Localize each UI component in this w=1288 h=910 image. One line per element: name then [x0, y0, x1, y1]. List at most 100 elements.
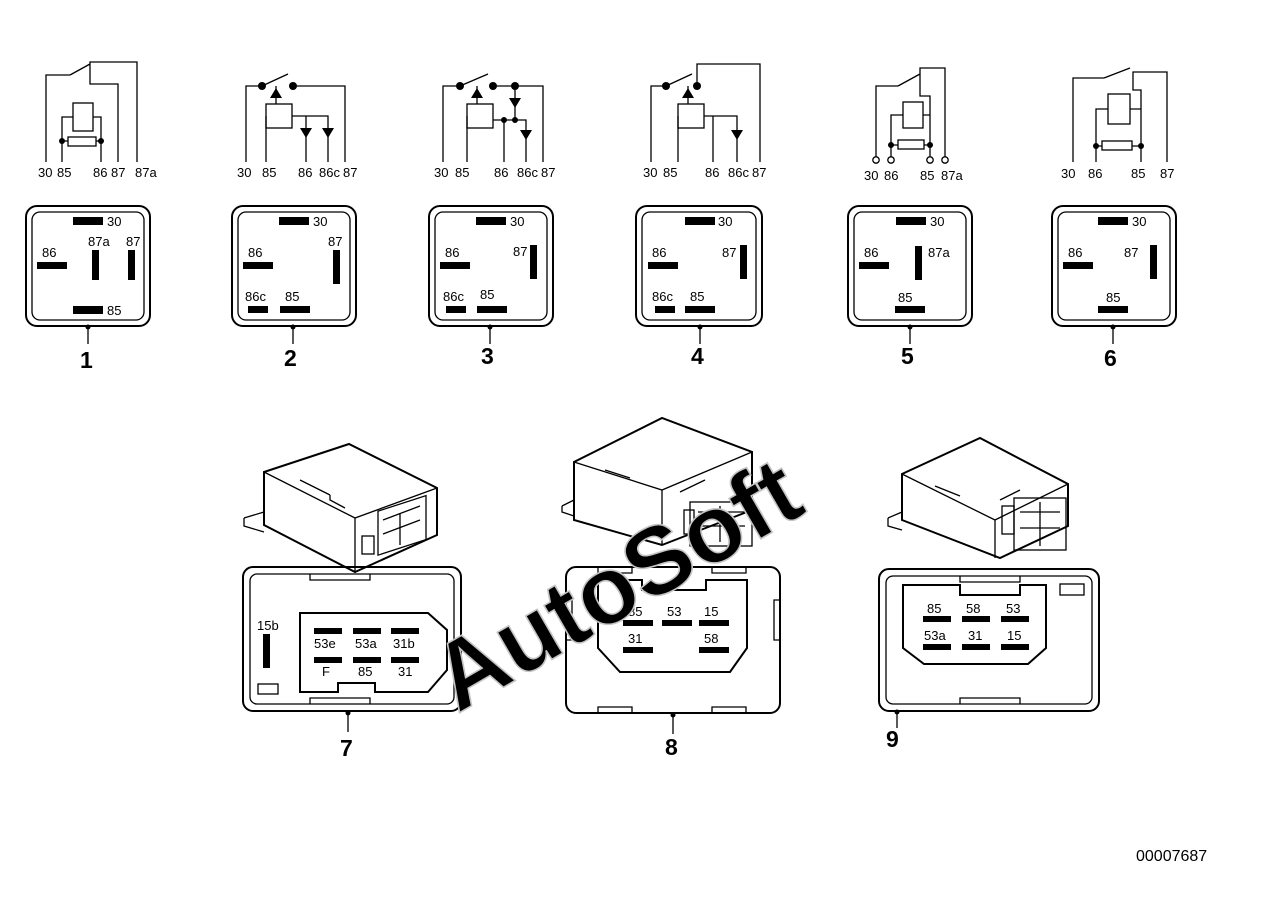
- pin-label-4-1: 86: [652, 245, 666, 260]
- schematic-label-5-1: 86: [884, 168, 898, 183]
- pin-label-3-3: 86c: [443, 289, 464, 304]
- pin-label-5-1: 86: [864, 245, 878, 260]
- pin-label-6-0: 30: [1132, 214, 1146, 229]
- pin-label-6-3: 85: [1106, 290, 1120, 305]
- schematic-label-3-1: 85: [455, 165, 469, 180]
- relay-6-schematic: 30 86 85 87: [1061, 67, 1174, 181]
- module-9-pin-4: 31: [968, 628, 982, 643]
- module-9-pin-5: 15: [1007, 628, 1021, 643]
- pin-label-6-1: 86: [1068, 245, 1082, 260]
- pin-label-1-2: 87a: [88, 234, 110, 249]
- module-8-pin-2: 15: [704, 604, 718, 619]
- schematic-label-1-0: 30: [38, 165, 52, 180]
- callout-2: 2: [284, 345, 297, 371]
- relay-1-schematic: 30 85 86 87 87a: [38, 61, 157, 180]
- relay-2-schematic: 30 85 86 86c 87: [237, 73, 357, 180]
- pin-label-4-3: 86c: [652, 289, 673, 304]
- schematic-label-3-2: 86: [494, 165, 508, 180]
- schematic-label-1-4: 87a: [135, 165, 157, 180]
- schematic-label-2-3: 86c: [319, 165, 340, 180]
- drawing-code: 00007687: [1136, 848, 1207, 865]
- schematic-label-1-3: 87: [111, 165, 125, 180]
- relay-4-schematic: 30 85 86 86c 87: [643, 63, 766, 180]
- schematic-label-1-2: 86: [93, 165, 107, 180]
- schematic-label-4-1: 85: [663, 165, 677, 180]
- module-7-pin-6: 31: [398, 664, 412, 679]
- relay-5-schematic: 30 86 85 87a: [864, 67, 963, 183]
- schematic-label-4-2: 86: [705, 165, 719, 180]
- pin-label-5-0: 30: [930, 214, 944, 229]
- pin-label-5-3: 85: [898, 290, 912, 305]
- schematic-label-5-2: 85: [920, 168, 934, 183]
- schematic-label-5-0: 30: [864, 168, 878, 183]
- schematic-label-6-1: 86: [1088, 166, 1102, 181]
- relay-4: 30 85 86 86c 87 30 86 87 86c 85 4: [635, 63, 766, 369]
- schematic-label-2-4: 87: [343, 165, 357, 180]
- pin-label-2-4: 85: [285, 289, 299, 304]
- module-8-pin-0: 85: [628, 604, 642, 619]
- module-7-pin-1: 53e: [314, 636, 336, 651]
- module-7-pin-0: 15b: [257, 618, 279, 633]
- pin-label-1-4: 85: [107, 303, 121, 318]
- relay-6: 30 86 85 87 30 86 87 85 6: [1051, 67, 1177, 371]
- schematic-label-6-0: 30: [1061, 166, 1075, 181]
- module-7-pin-5: 85: [358, 664, 372, 679]
- relay-3: 30 85 86 86c 87 30 86 87 86c 85 3: [428, 73, 555, 369]
- module-8-pin-3: 31: [628, 631, 642, 646]
- relay-2: 30 85 86 86c 87 30 86 87 86c 85 2: [231, 73, 357, 371]
- pin-label-1-0: 30: [107, 214, 121, 229]
- schematic-label-2-1: 85: [262, 165, 276, 180]
- module-8-housing: [561, 416, 753, 547]
- module-7-pin-4: F: [322, 664, 330, 679]
- pin-label-2-1: 86: [248, 245, 262, 260]
- module-9-pin-1: 58: [966, 601, 980, 616]
- module-8-pin-1: 53: [667, 604, 681, 619]
- callout-7: 7: [340, 735, 353, 761]
- callout-6: 6: [1104, 345, 1117, 371]
- schematic-label-3-4: 87: [541, 165, 555, 180]
- relay-4-socket: 30 86 87 86c 85: [635, 205, 763, 327]
- schematic-label-2-2: 86: [298, 165, 312, 180]
- module-7: 15b 53e 53a 31b F 85 31 7: [242, 442, 462, 761]
- module-9-pin-3: 53a: [924, 628, 946, 643]
- callout-9: 9: [886, 726, 899, 752]
- pin-label-2-0: 30: [313, 214, 327, 229]
- relay-5-socket: 30 86 87a 85: [847, 205, 973, 327]
- schematic-label-4-4: 87: [752, 165, 766, 180]
- callout-8: 8: [665, 734, 678, 760]
- schematic-label-6-2: 85: [1131, 166, 1145, 181]
- module-8: 85 53 15 31 58 8: [561, 416, 781, 760]
- pin-label-3-0: 30: [510, 214, 524, 229]
- relay-1-socket: 30 86 87a 87 85: [25, 205, 151, 327]
- pin-label-3-4: 85: [480, 287, 494, 302]
- pin-label-4-4: 85: [690, 289, 704, 304]
- relay-6-socket: 30 86 87 85: [1051, 205, 1177, 327]
- schematic-label-2-0: 30: [237, 165, 251, 180]
- schematic-label-4-0: 30: [643, 165, 657, 180]
- schematic-label-1-1: 85: [57, 165, 71, 180]
- module-9: 85 58 53 53a 31 15 9: [878, 436, 1100, 752]
- schematic-label-6-3: 87: [1160, 166, 1174, 181]
- callout-5: 5: [901, 343, 914, 369]
- relay-3-schematic: 30 85 86 86c 87: [434, 73, 555, 180]
- callout-4: 4: [691, 343, 704, 369]
- module-9-pin-0: 85: [927, 601, 941, 616]
- pin-label-3-1: 86: [445, 245, 459, 260]
- schematic-label-4-3: 86c: [728, 165, 749, 180]
- pin-label-1-3: 87: [126, 234, 140, 249]
- watermark: AutoSoft: [415, 437, 819, 732]
- module-7-pin-2: 53a: [355, 636, 377, 651]
- pin-label-4-0: 30: [718, 214, 732, 229]
- module-8-pin-4: 58: [704, 631, 718, 646]
- pin-label-1-1: 86: [42, 245, 56, 260]
- module-7-pin-3: 31b: [393, 636, 415, 651]
- pin-label-2-3: 86c: [245, 289, 266, 304]
- module-8-socket: 85 53 15 31 58: [565, 566, 781, 714]
- pin-label-5-2: 87a: [928, 245, 950, 260]
- callout-3: 3: [481, 343, 494, 369]
- relay-2-socket: 30 86 87 86c 85: [231, 205, 357, 327]
- relay-3-socket: 30 86 87 86c 85: [428, 205, 554, 327]
- module-7-housing: [243, 442, 438, 574]
- pin-label-4-2: 87: [722, 245, 736, 260]
